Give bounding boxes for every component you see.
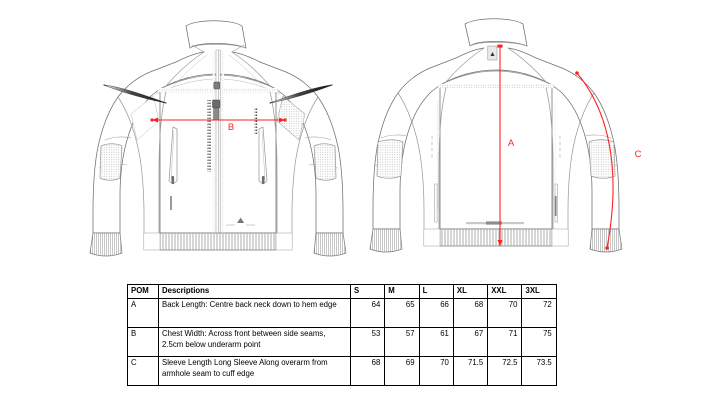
back-view-group <box>369 18 623 253</box>
row-value-m: 69 <box>384 356 420 386</box>
measurement-label-b: B <box>228 122 234 133</box>
measurement-curve-c <box>575 71 614 250</box>
table-row: A Back Length: Centre back neck down to … <box>127 298 557 328</box>
row-value-l: 61 <box>418 327 454 357</box>
row-value-s: 53 <box>349 327 386 357</box>
row-description: Sleeve Length Long Sleeve Along overarm … <box>158 356 351 386</box>
measurement-line-a <box>497 44 503 246</box>
row-value-l: 66 <box>418 298 454 328</box>
row-value-3xl: 73.5 <box>521 356 557 386</box>
row-pom: A <box>127 298 159 328</box>
row-value-s: 68 <box>349 356 386 386</box>
points-of-measure-table: POM Descriptions S M L XL XXL 3XL A Back… <box>127 284 557 386</box>
row-value-m: 65 <box>384 298 420 328</box>
row-description: Chest Width: Across front between side s… <box>158 327 351 357</box>
table-row: C Sleeve Length Long Sleeve Along overar… <box>127 356 557 386</box>
header-size-l: L <box>418 284 454 299</box>
table-header-row: POM Descriptions S M L XL XXL 3XL <box>127 284 557 299</box>
row-value-xxl: 70 <box>487 298 523 328</box>
row-value-xl: 71.5 <box>452 356 489 386</box>
technical-drawings-panel: B A C <box>89 18 642 257</box>
row-value-xxl: 71 <box>487 327 523 357</box>
row-pom: C <box>127 356 159 386</box>
header-size-xxl: XXL <box>487 284 523 299</box>
header-size-m: M <box>384 284 420 299</box>
measurement-label-c: C <box>635 149 642 160</box>
header-size-xl: XL <box>452 284 489 299</box>
header-size-3xl: 3XL <box>521 284 557 299</box>
measurement-label-a: A <box>508 138 515 149</box>
row-description: Back Length: Centre back neck down to he… <box>158 298 351 328</box>
front-view-group <box>89 20 347 257</box>
table-row: B Chest Width: Across front between side… <box>127 327 557 357</box>
measurement-line-b <box>150 117 287 123</box>
row-value-xl: 67 <box>452 327 489 357</box>
row-pom: B <box>127 327 159 357</box>
row-value-m: 57 <box>384 327 420 357</box>
row-value-xl: 68 <box>452 298 489 328</box>
row-value-3xl: 75 <box>521 327 557 357</box>
garment-flats-svg: B A C <box>89 18 642 257</box>
row-value-s: 64 <box>349 298 386 328</box>
measurement-annotations: B A C <box>150 44 642 250</box>
header-descriptions: Descriptions <box>158 284 351 299</box>
header-pom: POM <box>127 284 159 299</box>
row-value-xxl: 72.5 <box>487 356 523 386</box>
row-value-3xl: 72 <box>521 298 557 328</box>
spec-table-container: POM Descriptions S M L XL XXL 3XL A Back… <box>127 284 557 386</box>
row-value-l: 70 <box>418 356 454 386</box>
header-size-s: S <box>349 284 386 299</box>
